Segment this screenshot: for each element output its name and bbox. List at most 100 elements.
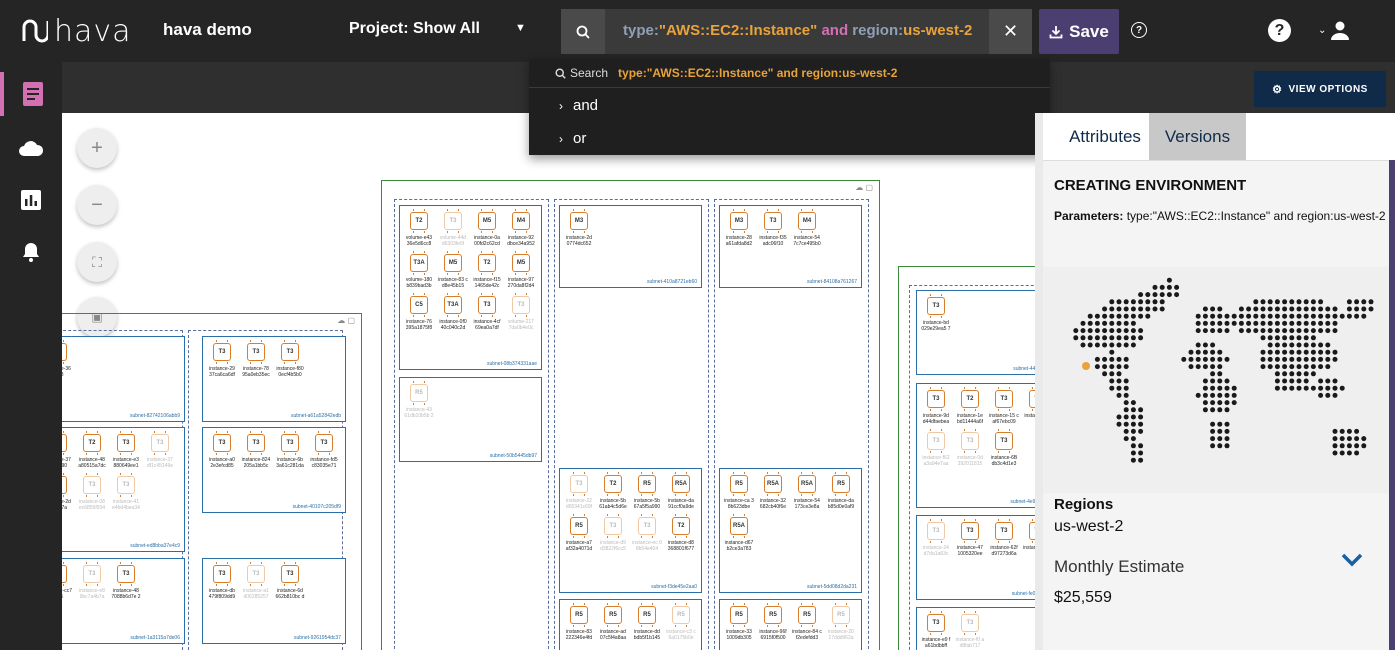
sidebar-item-environments[interactable] [0, 72, 62, 116]
tab-attributes[interactable]: Attributes [1069, 126, 1141, 146]
fit-view-button[interactable]: ⛶ [77, 242, 117, 282]
tab-versions[interactable]: Versions [1149, 113, 1246, 160]
zoom-out-button[interactable]: − [77, 185, 117, 225]
vpc-middle[interactable]: ☁ ▢ [381, 180, 880, 650]
caret-down-icon[interactable]: ▼ [515, 22, 526, 34]
help-icon[interactable]: ? [1268, 19, 1291, 42]
clear-search-button[interactable]: ✕ [989, 9, 1032, 54]
search-bar[interactable]: type:"AWS::EC2::Instance" and region:us-… [561, 9, 1032, 54]
zoom-in-button[interactable]: + [77, 128, 117, 168]
search-input[interactable]: type:"AWS::EC2::Instance" and region:us-… [623, 22, 972, 39]
sidebar-item-alerts[interactable] [0, 230, 62, 274]
suggestion-item-or[interactable]: › or [559, 130, 586, 147]
project-selector[interactable]: Project: Show All [349, 20, 480, 37]
save-button[interactable]: Save [1039, 9, 1119, 54]
suggestion-item-and[interactable]: › and [559, 97, 598, 114]
search-button[interactable] [561, 9, 605, 54]
environment-name[interactable]: hava demo [163, 20, 252, 39]
suggestion-search-row[interactable]: Search type:"AWS::EC2::Instance" and reg… [529, 59, 1050, 88]
hava-logo[interactable]: hava [20, 14, 132, 49]
region-marker[interactable] [1082, 362, 1090, 370]
